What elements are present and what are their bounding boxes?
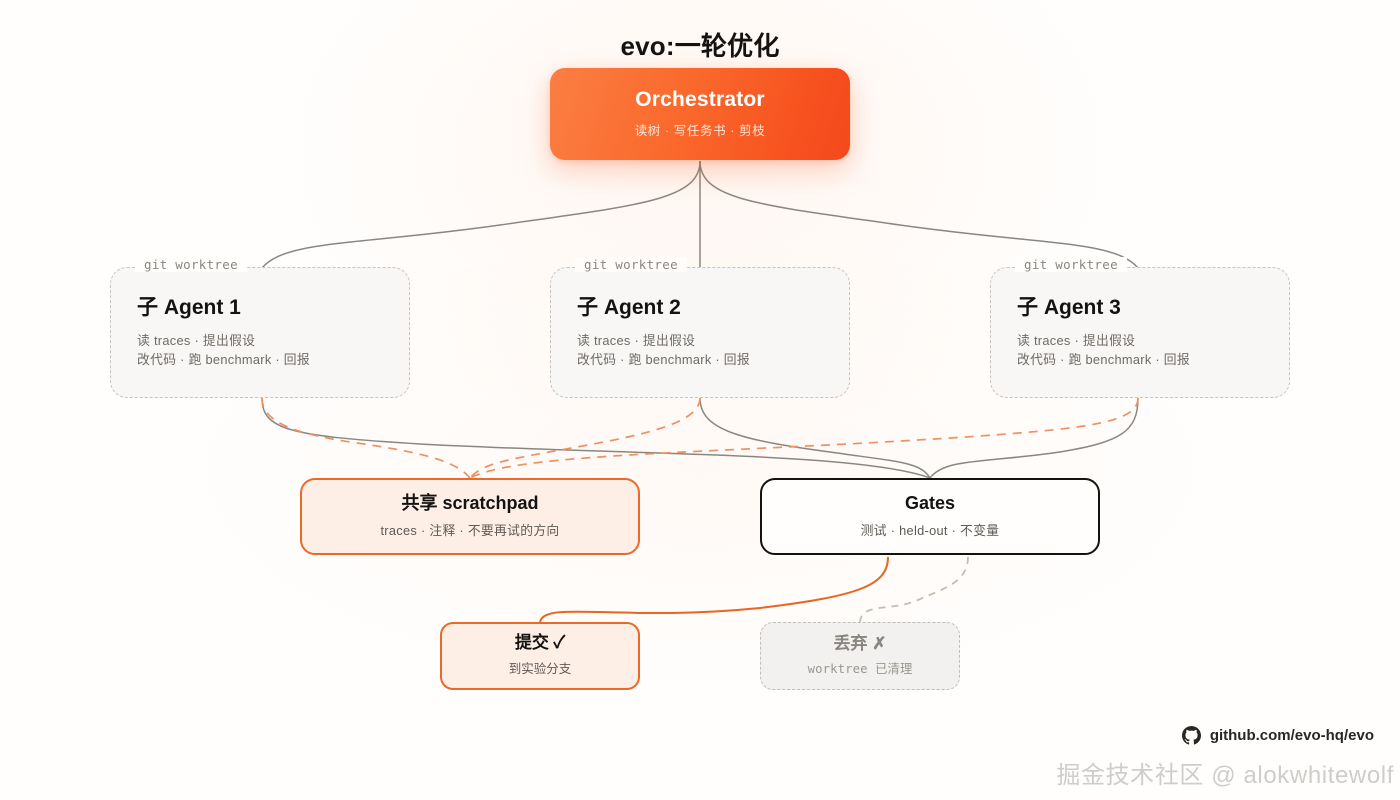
agent-2-subtitle-line-1: 读 traces · 提出假设: [577, 333, 696, 349]
agent-3-subtitle-line-2: 改代码 · 跑 benchmark · 回报: [1017, 351, 1190, 367]
discard-outcome-node[interactable]: 丢弃 ✗ worktree 已清理: [760, 622, 960, 690]
scratchpad-subtitle: traces · 注释 · 不要再试的方向: [380, 522, 560, 538]
page-title: evo:一轮优化: [620, 31, 780, 61]
commit-subtitle: 到实验分支: [508, 662, 572, 677]
edge-agent-2-to-gates: [699, 397, 931, 479]
scratchpad-title: 共享 scratchpad: [401, 492, 539, 513]
agent-3-node[interactable]: git worktree 子 Agent 3 读 traces · 提出假设 改…: [990, 257, 1290, 398]
agent-1-subtitle: 读 traces · 提出假设 改代码 · 跑 benchmark · 回报: [137, 332, 310, 369]
agent-3-subtitle: 读 traces · 提出假设 改代码 · 跑 benchmark · 回报: [1017, 332, 1190, 369]
edge-gates-to-discard: [859, 556, 969, 623]
github-icon: [1181, 726, 1201, 745]
gates-title: Gates: [904, 492, 956, 513]
commit-outcome-node[interactable]: 提交 ✓ 到实验分支: [440, 622, 640, 690]
orchestrator-title: Orchestrator: [635, 88, 765, 112]
agent-1-subtitle-line-1: 读 traces · 提出假设: [137, 333, 256, 349]
repo-footer[interactable]: github.com/evo-hq/evo: [1181, 726, 1374, 745]
agent-1-subtitle-line-2: 改代码 · 跑 benchmark · 回报: [137, 351, 310, 367]
discard-subtitle: worktree 已清理: [807, 661, 913, 676]
agent-3-worktree-tag: git worktree: [1015, 257, 1127, 272]
edge-agent-1-to-gates: [261, 397, 931, 479]
agent-3-title: 子 Agent 3: [1017, 295, 1121, 319]
edge-agent-2-to-scratchpad: [469, 397, 701, 479]
repo-url-label: github.com/evo-hq/evo: [1209, 727, 1374, 744]
edge-gates-to-commit: [539, 556, 889, 623]
edge-agent-1-to-scratchpad: [261, 397, 471, 479]
commit-title: 提交 ✓: [514, 633, 566, 653]
gates-subtitle: 测试 · held-out · 不变量: [860, 522, 1000, 538]
gates-node[interactable]: Gates 测试 · held-out · 不变量: [760, 478, 1100, 555]
watermark: 掘金技术社区 @ alokwhitewolf: [1056, 762, 1394, 789]
shared-scratchpad-node[interactable]: 共享 scratchpad traces · 注释 · 不要再试的方向: [300, 478, 640, 555]
edge-orchestrator-to-agent-1: [261, 160, 701, 269]
edge-orchestrator-to-agent-3: [699, 160, 1139, 269]
agent-2-worktree-tag: git worktree: [575, 257, 687, 272]
agent-2-subtitle: 读 traces · 提出假设 改代码 · 跑 benchmark · 回报: [577, 332, 750, 369]
agent-2-node[interactable]: git worktree 子 Agent 2 读 traces · 提出假设 改…: [550, 257, 850, 398]
edge-agent-3-to-scratchpad: [469, 397, 1139, 479]
orchestrator-node[interactable]: Orchestrator 读树 · 写任务书 · 剪枝: [550, 68, 850, 160]
agent-2-title: 子 Agent 2: [577, 295, 681, 319]
agent-1-worktree-tag: git worktree: [135, 257, 247, 272]
edge-agent-3-to-gates: [929, 397, 1139, 479]
agent-2-subtitle-line-2: 改代码 · 跑 benchmark · 回报: [577, 351, 750, 367]
agent-3-subtitle-line-1: 读 traces · 提出假设: [1017, 333, 1136, 349]
agent-1-title: 子 Agent 1: [137, 295, 241, 319]
discard-title: 丢弃 ✗: [833, 633, 887, 653]
orchestrator-subtitle: 读树 · 写任务书 · 剪枝: [634, 123, 766, 138]
agent-1-node[interactable]: git worktree 子 Agent 1 读 traces · 提出假设 改…: [110, 257, 410, 398]
